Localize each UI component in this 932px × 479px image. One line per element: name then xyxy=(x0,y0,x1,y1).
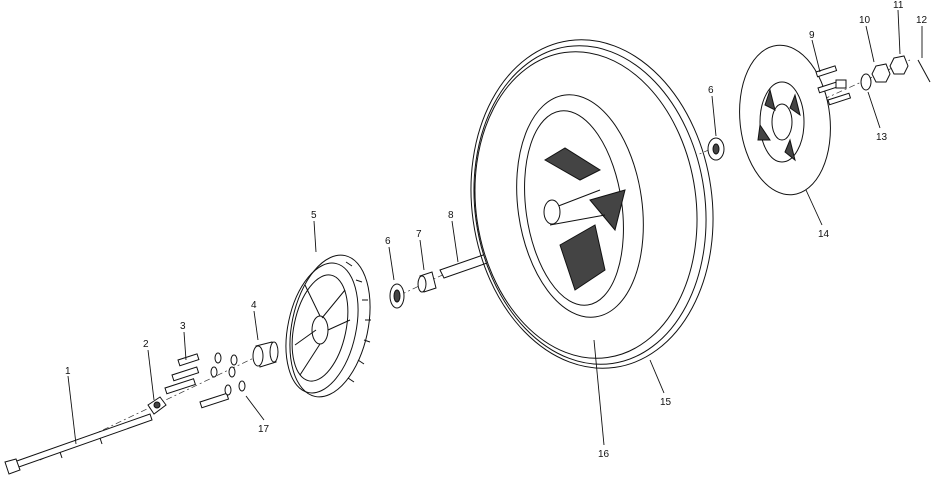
callout-5: 5 xyxy=(311,210,317,221)
callout-7: 7 xyxy=(416,229,422,240)
callout-14: 14 xyxy=(818,229,830,240)
spacer-sleeve xyxy=(417,271,437,293)
callout-9: 9 xyxy=(809,30,815,41)
drive-pulley xyxy=(285,254,371,398)
washers xyxy=(210,352,246,396)
castle-nut xyxy=(889,55,909,75)
callout-16: 16 xyxy=(598,449,610,460)
callout-11: 11 xyxy=(893,0,904,11)
callout-17: 17 xyxy=(258,424,270,435)
leader-lines xyxy=(67,9,923,446)
axle-nut xyxy=(871,63,891,83)
brake-disc xyxy=(739,44,831,196)
bearing-right xyxy=(707,137,725,161)
callout-15: 15 xyxy=(660,397,672,408)
wheel-spacer xyxy=(252,341,279,368)
axle-tube xyxy=(439,253,491,279)
callout-4: 4 xyxy=(251,300,257,311)
cotter-pin xyxy=(917,59,931,83)
wheel-rim xyxy=(473,45,707,365)
callout-8: 8 xyxy=(448,210,454,221)
tire-outline xyxy=(470,39,714,369)
axle-adjuster xyxy=(147,396,167,415)
bearing-left xyxy=(389,283,405,309)
callout-3: 3 xyxy=(180,321,186,332)
callout-10: 10 xyxy=(859,15,871,26)
callout-13: 13 xyxy=(876,132,888,143)
disc-bolts xyxy=(815,65,852,106)
callout-2: 2 xyxy=(143,339,149,350)
callout-6-right: 6 xyxy=(708,85,714,96)
axle-washer xyxy=(860,73,872,91)
tire-sidewall xyxy=(474,51,698,359)
callout-1: 1 xyxy=(65,366,71,377)
sprocket-bolts xyxy=(164,353,230,409)
callout-6-left: 6 xyxy=(385,236,391,247)
axle-shaft xyxy=(4,413,153,475)
callout-12: 12 xyxy=(916,15,928,26)
